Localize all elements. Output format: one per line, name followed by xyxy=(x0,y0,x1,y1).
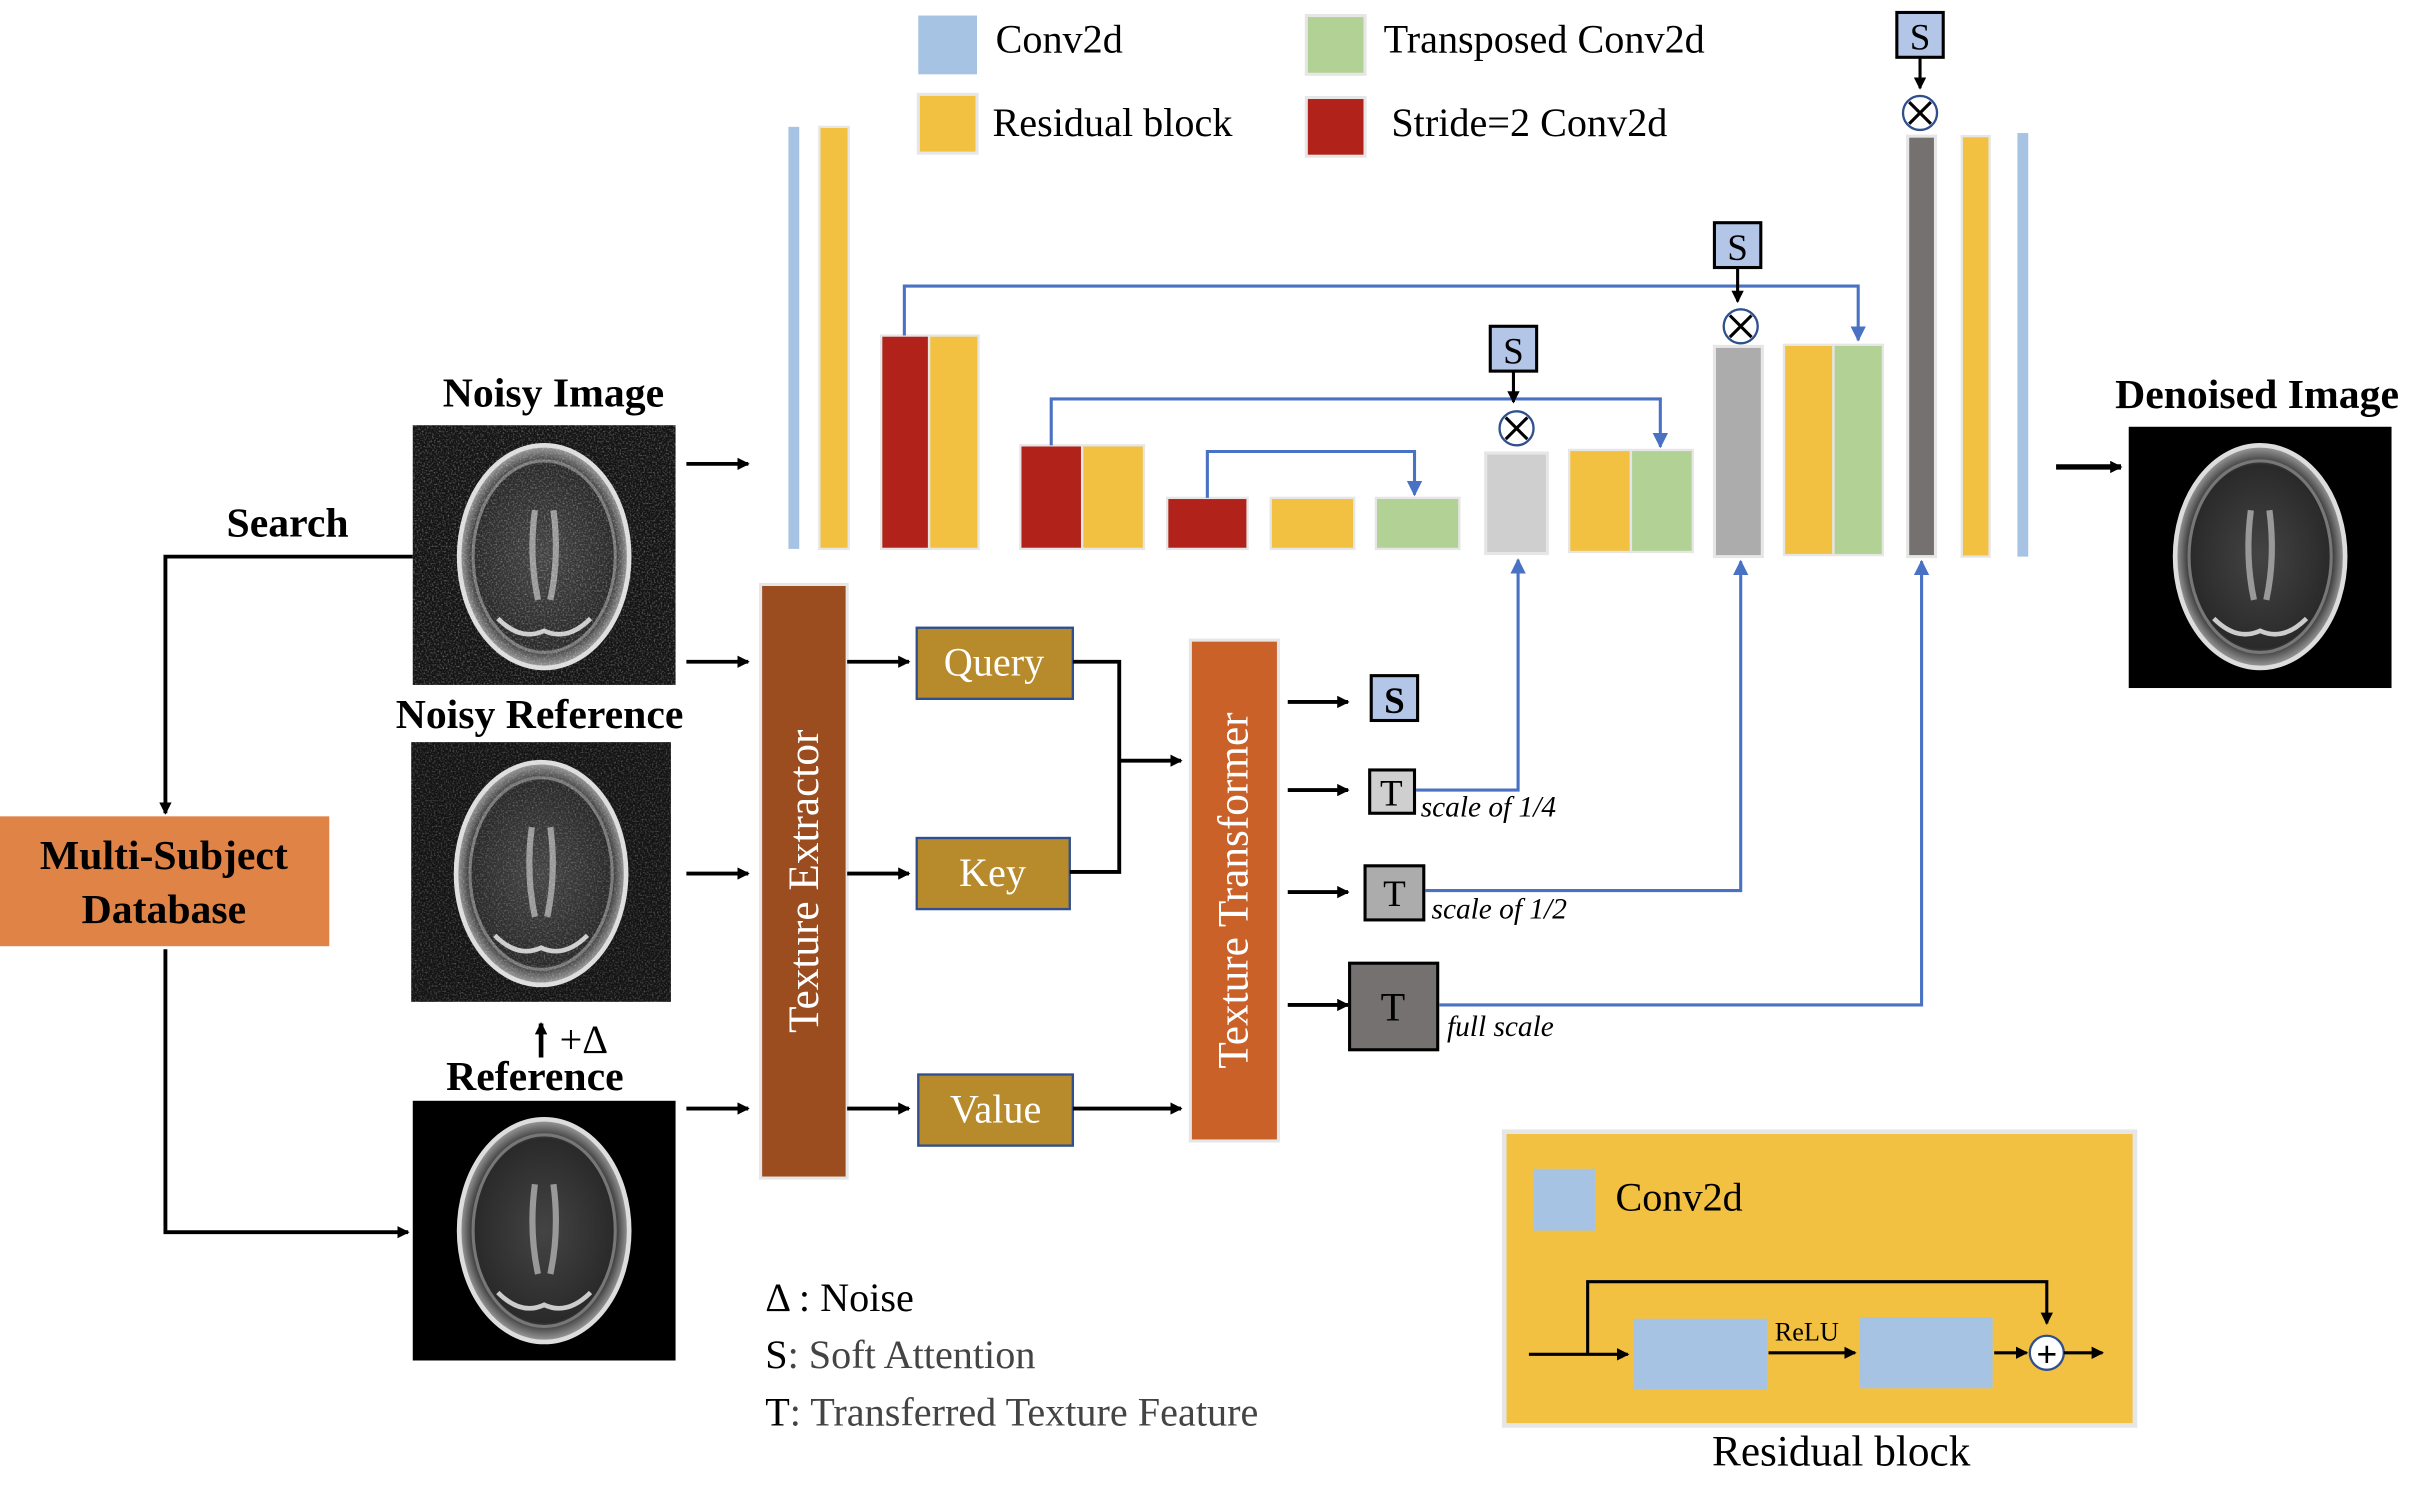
svg-text:+: + xyxy=(2036,1335,2057,1376)
value-box: Value xyxy=(917,1073,1075,1147)
svg-text:T: T xyxy=(1380,774,1403,815)
footnote-noise: Δ : Noise xyxy=(765,1275,914,1320)
conv2d-legend-swatch xyxy=(1533,1168,1596,1231)
conv2d-block xyxy=(1634,1318,1767,1390)
texture-feed-line xyxy=(1425,559,1749,893)
retrieve-arrow xyxy=(163,949,410,1239)
svg-text:Query: Query xyxy=(944,640,1044,685)
residual-layer xyxy=(1080,444,1146,551)
svg-text:Database: Database xyxy=(82,887,247,933)
svg-text:+Δ: +Δ xyxy=(560,1017,609,1062)
noisy-image-label: Noisy Image xyxy=(443,371,664,417)
texture-feed-line xyxy=(1439,559,1930,1007)
stride2-conv-layer xyxy=(1019,444,1084,551)
search-label: Search xyxy=(227,501,349,547)
svg-text:T: T xyxy=(1383,874,1406,915)
residual-layer xyxy=(927,334,980,551)
texture-transformer: Texture Transformer xyxy=(1188,638,1281,1143)
reference-label: Reference xyxy=(446,1054,624,1100)
transposed-conv-layer xyxy=(1374,496,1461,551)
texture-fusion-half xyxy=(1712,344,1764,559)
denoised-image-label: Denoised Image xyxy=(2115,372,2399,418)
svg-text:Value: Value xyxy=(950,1086,1042,1131)
scale-half-label: scale of 1/2 xyxy=(1432,893,1568,925)
svg-text:S: S xyxy=(1384,681,1405,722)
transposed-conv-layer xyxy=(1629,448,1694,554)
key-box: Key xyxy=(915,836,1071,911)
legend-label-residual-block: Residual block xyxy=(992,100,1233,145)
soft-attention-half: S xyxy=(1712,221,1763,345)
residual-layer xyxy=(1567,448,1633,554)
unet: S S S xyxy=(788,10,2029,559)
legend-label-stride2-conv2d: Stride=2 Conv2d xyxy=(1391,100,1667,145)
footnotes: Δ : Noise S: Soft Attention T: Transferr… xyxy=(765,1275,1258,1434)
stride2-conv-layer xyxy=(880,334,931,551)
svg-text:Key: Key xyxy=(959,850,1026,895)
footnote-soft-attention: S: Soft Attention xyxy=(765,1332,1035,1377)
svg-text:S: S xyxy=(1727,228,1748,269)
texture-feature-full: T full scale xyxy=(1348,961,1554,1052)
transposed-conv-layer xyxy=(1832,343,1885,557)
residual-layer xyxy=(818,125,850,551)
residual-block-title: Residual block xyxy=(1712,1428,1971,1476)
soft-attention-output: S xyxy=(1369,674,1420,723)
query-key-merge xyxy=(1069,659,1122,874)
texture-extractor: Texture Extractor xyxy=(759,582,849,1180)
conv2d-layer xyxy=(788,126,800,549)
svg-text:Texture Transformer: Texture Transformer xyxy=(1210,712,1258,1069)
residual-layer xyxy=(1269,496,1356,551)
scale-full-label: full scale xyxy=(1447,1011,1554,1043)
skip-connection xyxy=(902,284,1866,342)
texture-feed-line xyxy=(1416,558,1526,792)
noisy-reference-image xyxy=(411,742,671,1002)
legend-swatch-stride2-conv2d xyxy=(1304,95,1367,158)
stride2-conv-layer xyxy=(1166,496,1249,551)
legend-swatch-transposed-conv2d xyxy=(1304,14,1367,76)
add-noise-indicator: +Δ xyxy=(534,1017,609,1062)
search-arrow xyxy=(159,554,413,815)
scale-quarter-label: scale of 1/4 xyxy=(1421,791,1557,823)
svg-text:Texture Extractor: Texture Extractor xyxy=(780,729,828,1033)
query-box: Query xyxy=(915,626,1075,701)
legend-label-transposed-conv2d: Transposed Conv2d xyxy=(1384,17,1705,62)
skip-connection xyxy=(1205,449,1423,498)
reference-image xyxy=(412,1100,676,1361)
legend-swatch-conv2d xyxy=(918,15,978,75)
multi-subject-database: Multi-Subject Database xyxy=(0,816,330,947)
residual-layer xyxy=(1960,134,1991,558)
conv2d-layer xyxy=(2017,133,2029,557)
texture-fusion-quarter xyxy=(1484,451,1550,556)
footnote-texture-feature: T: Transferred Texture Feature xyxy=(765,1389,1258,1434)
svg-text:S: S xyxy=(1503,331,1524,372)
residual-layer xyxy=(1782,343,1835,557)
svg-text:S: S xyxy=(1910,18,1931,59)
noisy-reference-label: Noisy Reference xyxy=(396,692,684,738)
texture-feature-half: T scale of 1/2 xyxy=(1363,864,1568,925)
relu-label: ReLU xyxy=(1775,1317,1839,1346)
svg-text:T: T xyxy=(1381,984,1406,1029)
texture-fusion-full xyxy=(1906,134,1938,559)
residual-block-inset: Conv2d ReLU + xyxy=(1501,1129,2138,1428)
legend-swatch-residual-block xyxy=(916,92,979,155)
legend: Conv2d Transposed Conv2d Residual block … xyxy=(916,14,1705,158)
texture-feature-quarter: T scale of 1/4 xyxy=(1368,768,1557,823)
conv2d-legend-label: Conv2d xyxy=(1615,1175,1742,1220)
denoised-image xyxy=(2128,426,2392,689)
soft-attention-quarter: S xyxy=(1488,324,1539,447)
skip-connection xyxy=(1049,397,1669,449)
conv2d-block xyxy=(1859,1317,1993,1389)
legend-label-conv2d: Conv2d xyxy=(996,17,1123,62)
soft-attention-full: S xyxy=(1895,10,1945,132)
svg-text:Multi-Subject: Multi-Subject xyxy=(40,833,288,879)
noisy-image xyxy=(412,425,676,685)
